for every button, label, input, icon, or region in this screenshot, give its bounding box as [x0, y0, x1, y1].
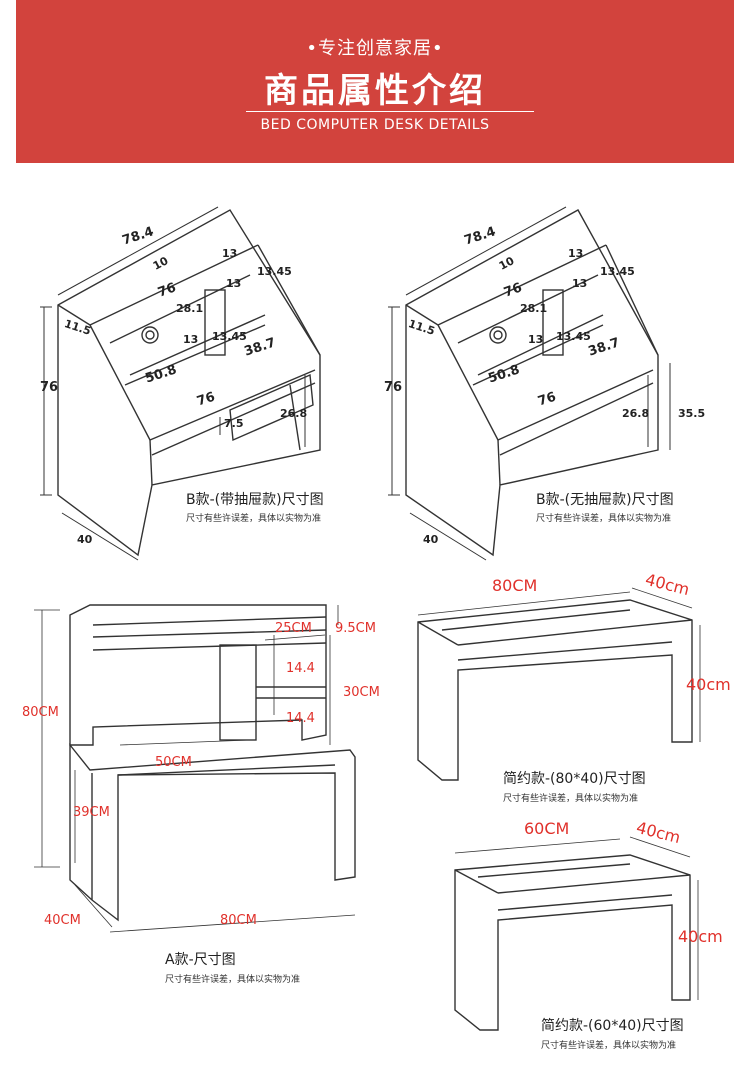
dim-50: 50CM	[155, 755, 192, 770]
banner-title: 商品属性介绍	[264, 71, 486, 111]
banner-divider	[246, 111, 534, 112]
dim-height: 40cm	[678, 927, 723, 946]
b-drawer-diagram: 78.4 10 76 13 13.45 13 28.1 11.5 76 13 1…	[30, 195, 360, 565]
dim-26-8: 26.8	[280, 407, 308, 420]
dim-height-76: 76	[384, 380, 403, 395]
dim-14-4-a: 14.4	[286, 661, 315, 676]
dim-13-b: 13	[572, 277, 588, 290]
dim-30: 30CM	[343, 685, 380, 700]
simple-80-diagram: 80CM 40cm 40cm 简约款-(80*40)尺寸图 尺寸有些许误差，具体…	[400, 570, 745, 810]
b-drawer-caption: B款-(带抽屉款)尺寸图	[186, 492, 324, 508]
header-banner: •专注创意家居• 商品属性介绍 BED COMPUTER DESK DETAIL…	[16, 0, 734, 163]
dim-14-4-b: 14.4	[286, 711, 315, 726]
dim-13-c: 13	[528, 333, 544, 346]
simple-60-drawing	[454, 836, 699, 1031]
dim-7-5: 7.5	[224, 417, 244, 430]
dim-width-80: 80CM	[220, 913, 257, 928]
dim-height-76: 76	[40, 380, 59, 395]
dim-13-45-b: 13.45	[556, 330, 591, 343]
simple-80-caption: 简约款-(80*40)尺寸图	[503, 771, 646, 787]
dim-9-5: 9.5CM	[335, 621, 376, 636]
simple-80-drawing	[417, 587, 701, 781]
dim-height-80: 80CM	[22, 705, 59, 720]
dim-25: 25CM	[275, 621, 312, 636]
simple-60-note: 尺寸有些许误差，具体以实物为准	[541, 1041, 677, 1051]
dim-35-5: 35.5	[678, 407, 706, 420]
banner-tagline: •专注创意家居•	[306, 38, 444, 59]
a-model-caption: A款-尺寸图	[165, 952, 236, 968]
dim-39: 39CM	[73, 805, 110, 820]
b-nodrawer-caption: B款-(无抽屉款)尺寸图	[536, 492, 674, 508]
a-model-note: 尺寸有些许误差，具体以实物为准	[165, 975, 301, 985]
b-drawer-note: 尺寸有些许误差，具体以实物为准	[186, 514, 322, 524]
dim-13-a: 13	[222, 247, 238, 260]
dim-13-c: 13	[183, 333, 199, 346]
dim-28-1: 28.1	[520, 302, 548, 315]
dim-13-45-a: 13.45	[600, 265, 635, 278]
dim-26-8: 26.8	[622, 407, 650, 420]
dim-depth-40: 40CM	[44, 913, 81, 928]
dim-width: 60CM	[524, 819, 570, 838]
banner-subtitle: BED COMPUTER DESK DETAILS	[260, 117, 490, 133]
dim-width: 80CM	[492, 576, 538, 595]
dim-13-b: 13	[226, 277, 242, 290]
dim-depth-40: 40	[423, 533, 439, 546]
a-model-diagram: 80CM 25CM 9.5CM 14.4 30CM 14.4 50CM 39CM…	[20, 595, 400, 990]
b-nodrawer-diagram: 78.4 10 76 13 13.45 13 28.1 11.5 76 13 1…	[378, 195, 718, 565]
dim-13-45-a: 13.45	[257, 265, 292, 278]
simple-60-diagram: 60CM 40cm 40cm 简约款-(60*40)尺寸图 尺寸有些许误差，具体…	[440, 815, 740, 1060]
b-drawer-drawing	[40, 206, 321, 561]
simple-80-note: 尺寸有些许误差，具体以实物为准	[503, 794, 639, 804]
b-nodrawer-note: 尺寸有些许误差，具体以实物为准	[536, 514, 672, 524]
b-nodrawer-drawing	[388, 206, 671, 561]
dim-height: 40cm	[686, 675, 731, 694]
dim-13-a: 13	[568, 247, 584, 260]
dim-28-1: 28.1	[176, 302, 204, 315]
a-model-drawing	[34, 604, 356, 933]
simple-60-caption: 简约款-(60*40)尺寸图	[541, 1018, 684, 1034]
dim-depth-40: 40	[77, 533, 93, 546]
dim-13-45-b: 13.45	[212, 330, 247, 343]
